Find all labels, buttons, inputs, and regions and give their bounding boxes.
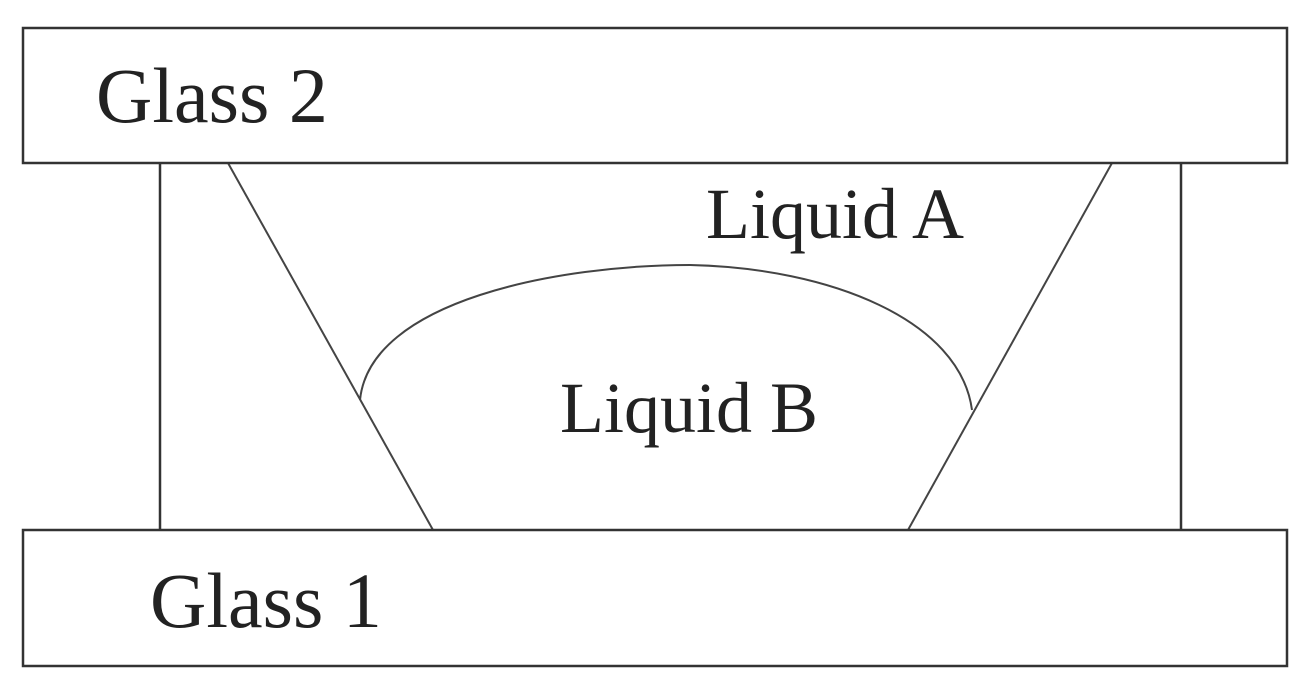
liquid-a-right-boundary bbox=[907, 162, 1113, 531]
glass-1-plate bbox=[21, 528, 1289, 668]
liquid-a-label: Liquid A bbox=[706, 174, 964, 254]
liquid-a-left-boundary bbox=[227, 162, 434, 531]
glass-2-label: Glass 2 bbox=[96, 52, 328, 139]
glass-2-plate bbox=[21, 26, 1289, 165]
liquid-b-label: Liquid B bbox=[560, 368, 818, 448]
liquid-b-meniscus bbox=[359, 263, 973, 411]
glass-1-label: Glass 1 bbox=[150, 557, 382, 644]
